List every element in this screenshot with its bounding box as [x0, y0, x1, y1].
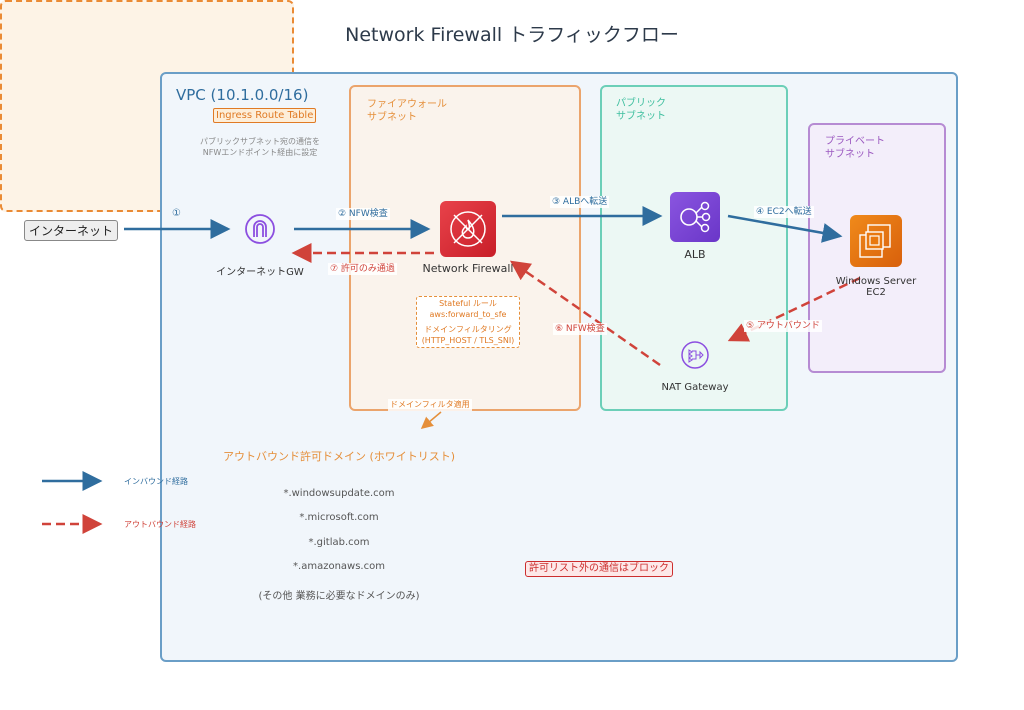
alb-label: ALB	[684, 248, 706, 261]
firewall-subnet-label: ファイアウォール サブネット	[367, 98, 447, 124]
nat-gateway-label: NAT Gateway	[661, 382, 729, 393]
ec2-label-line2: EC2	[866, 287, 886, 298]
ec2-label: Windows Server EC2	[826, 276, 926, 298]
network-firewall-icon[interactable]	[440, 201, 496, 257]
stateful-rule-line3: ドメインフィルタリング	[424, 325, 512, 334]
firewall-subnet-label-line1: ファイアウォール	[367, 99, 447, 110]
flow-label-1: ①	[172, 208, 181, 219]
flow-label-2: ② NFW検査	[336, 208, 390, 220]
public-subnet	[600, 85, 788, 411]
whitelist-item: *.amazonaws.com	[293, 561, 385, 572]
internet-gateway-icon[interactable]	[244, 213, 276, 245]
nfw-label: Network Firewall	[422, 262, 514, 275]
legend-inbound-label: インバウンド経路	[124, 477, 188, 486]
internet-node[interactable]: インターネット	[24, 220, 119, 241]
legend-outbound-label: アウトバウンド経路	[124, 520, 196, 529]
public-subnet-label: パブリック サブネット	[616, 97, 666, 123]
stateful-rule-line2: aws:forward_to_sfe	[429, 309, 507, 319]
stateful-rule-line1: Stateful ルール	[439, 299, 497, 308]
nat-gateway-icon[interactable]	[680, 340, 710, 370]
diagram-title: Network Firewall トラフィックフロー	[345, 24, 679, 46]
private-subnet-label: プライベート サブネット	[825, 135, 885, 161]
igw-label: インターネットGW	[216, 267, 304, 278]
public-subnet-label-line2: サブネット	[616, 111, 666, 122]
alb-icon[interactable]	[670, 192, 720, 242]
ingress-route-table-badge: Ingress Route Table	[213, 108, 317, 123]
flow-label-7: ⑦ 許可のみ通過	[328, 263, 397, 275]
whitelist-item: *.windowsupdate.com	[283, 488, 395, 499]
stateful-rule-line4: (HTTP_HOST / TLS_SNI)	[421, 335, 515, 345]
firewall-subnet-label-line2: サブネット	[367, 112, 417, 123]
domain-filter-label: ドメインフィルタ適用	[388, 399, 472, 411]
public-subnet-label-line1: パブリック	[616, 98, 666, 109]
vpc-label: VPC (10.1.0.0/16)	[176, 86, 309, 104]
ingress-note-line2: NFWエンドポイント経由に設定	[202, 148, 318, 157]
stateful-rule-box: Stateful ルール aws:forward_to_sfe ドメインフィルタ…	[416, 296, 520, 348]
ingress-note-line1: パブリックサブネット宛の通信を	[200, 137, 320, 146]
arrow-domain-filter	[420, 411, 442, 429]
whitelist-title: アウトバウンド許可ドメイン (ホワイトリスト)	[222, 450, 456, 463]
private-subnet-label-line2: サブネット	[825, 149, 875, 160]
flow-label-6: ⑥ NFW検査	[553, 323, 607, 335]
whitelist-item: *.microsoft.com	[299, 512, 379, 523]
flow-label-3: ③ ALBへ転送	[550, 196, 610, 208]
arrow-alb-to-ec2	[727, 214, 843, 243]
flow-label-5: ⑤ アウトバウンド	[744, 320, 822, 332]
block-note: 許可リスト外の通信はブロック	[525, 561, 673, 577]
private-subnet-label-line1: プライベート	[825, 136, 885, 147]
ec2-icon[interactable]	[850, 215, 902, 267]
whitelist-item: (その他 業務に必要なドメインのみ)	[258, 591, 420, 602]
flow-label-4: ④ EC2へ転送	[754, 206, 814, 218]
ingress-route-note: パブリックサブネット宛の通信を NFWエンドポイント経由に設定	[180, 136, 340, 158]
ec2-label-line1: Windows Server	[835, 276, 917, 287]
whitelist-item: *.gitlab.com	[308, 537, 370, 548]
arrow-nat-to-nfw	[509, 260, 661, 367]
